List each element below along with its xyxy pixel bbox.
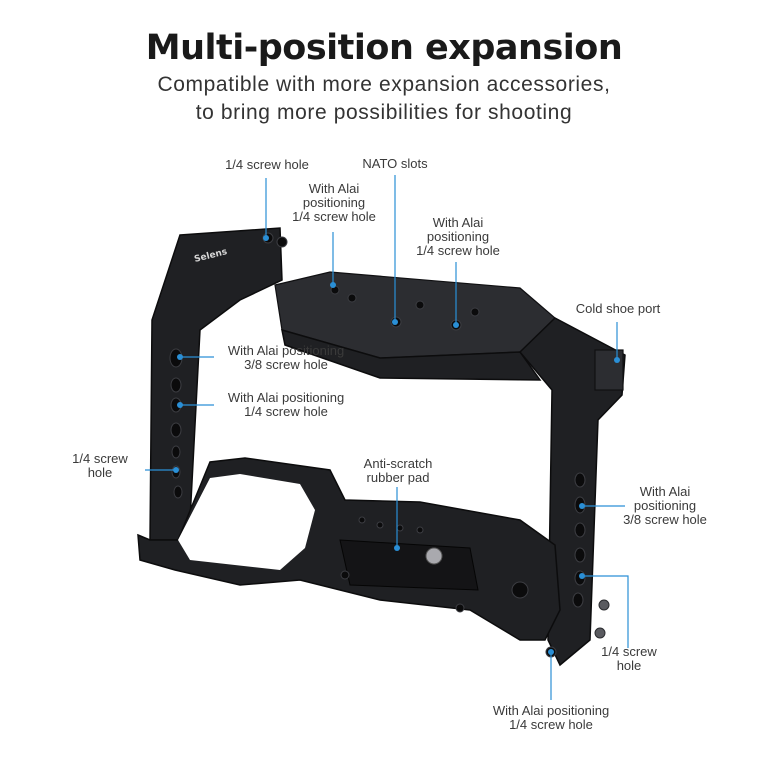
- label-nato-slots: NATO slots: [362, 156, 428, 171]
- hole: [574, 522, 586, 538]
- hole: [347, 293, 357, 303]
- hole: [276, 236, 288, 248]
- page-title: Multi-position expansion: [145, 28, 623, 68]
- hole: [415, 300, 425, 310]
- hole: [416, 526, 424, 534]
- hole: [572, 592, 584, 608]
- hole: [574, 547, 586, 563]
- hole: [358, 516, 366, 524]
- callout-dot: [177, 354, 183, 360]
- hole: [171, 445, 181, 459]
- subtitle-line-1: Compatible with more expansion accessori…: [157, 73, 611, 96]
- cage-top-plate: [281, 328, 542, 381]
- cold-shoe-block: [594, 349, 624, 391]
- label-cold-shoe-port: Cold shoe port: [575, 301, 661, 316]
- callout-dot: [579, 503, 585, 509]
- hole: [511, 581, 529, 599]
- callout-dot: [614, 357, 620, 363]
- callout-dot: [177, 402, 183, 408]
- callout-dot: [394, 545, 400, 551]
- hole: [170, 377, 182, 393]
- hole: [173, 485, 183, 499]
- mount-screw: [425, 547, 443, 565]
- callout-line: [582, 575, 629, 648]
- cage-base-cutout: [178, 474, 315, 570]
- callout-dot: [392, 319, 398, 325]
- hole: [574, 472, 586, 488]
- hole: [340, 570, 350, 580]
- hole: [170, 422, 182, 438]
- callout-dot: [173, 467, 179, 473]
- callout-dot: [330, 282, 336, 288]
- rubber-pad: [339, 539, 479, 591]
- hole: [594, 627, 606, 639]
- hole: [396, 524, 404, 532]
- callout-dot: [579, 573, 585, 579]
- hole: [598, 599, 610, 611]
- hole: [376, 521, 384, 529]
- subtitle-line-2: to bring more possibilities for shooting: [195, 101, 573, 124]
- label-top-screw-hole: 1/4 screw hole: [225, 157, 309, 172]
- callout-dot: [453, 322, 459, 328]
- callout-dot: [263, 235, 269, 241]
- hole: [455, 603, 465, 613]
- callout-dot: [548, 649, 554, 655]
- hole: [470, 307, 480, 317]
- cage-left-frame: [149, 227, 283, 541]
